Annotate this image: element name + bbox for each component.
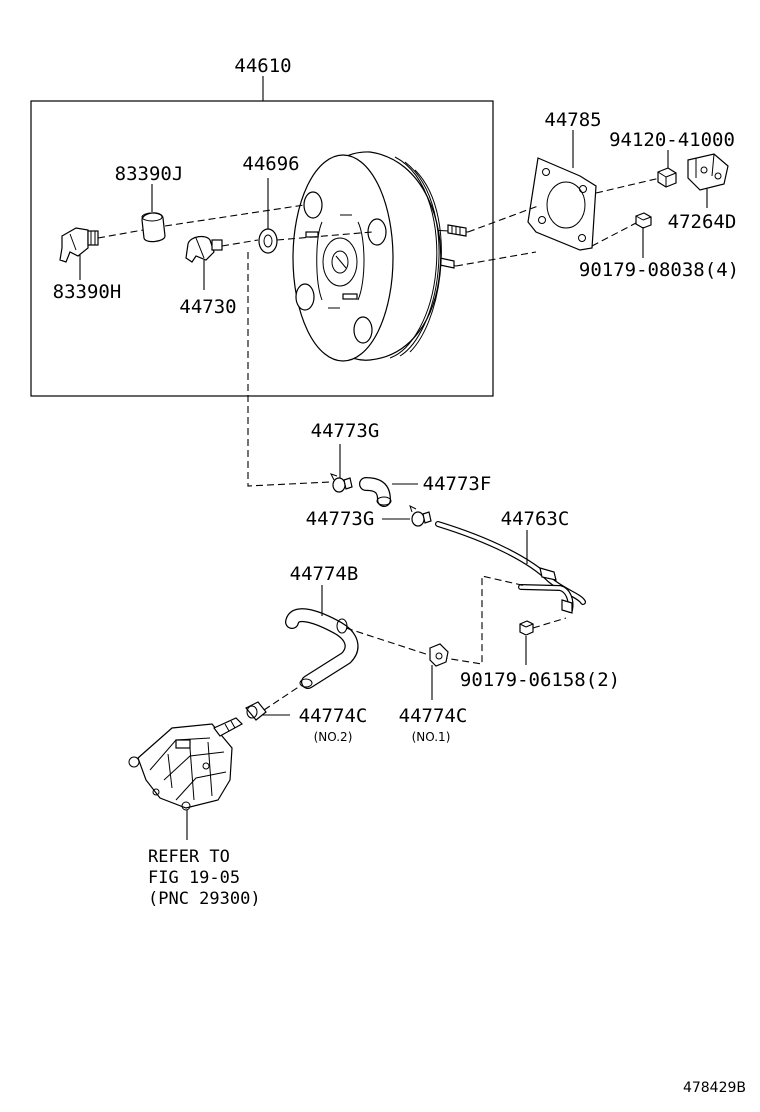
clamp-44774C-no1[interactable] — [429, 643, 449, 667]
dash-nut-to-pipe — [532, 617, 567, 629]
label-44774C-no1[interactable]: 44774C — [399, 705, 468, 727]
label-44730[interactable]: 44730 — [179, 296, 236, 318]
label-44773G-lower[interactable]: 44773G — [306, 508, 375, 530]
grommet-44696[interactable] — [258, 228, 278, 254]
hose-44773F[interactable] — [359, 477, 392, 507]
dash-stud-upper — [467, 205, 539, 233]
dash-valve-line — [97, 229, 144, 239]
brake-booster[interactable] — [292, 151, 469, 362]
nut-90179-08038[interactable] — [635, 212, 652, 229]
label-44774C-no2-sub: (NO.2) — [314, 730, 353, 744]
dash-stud-upper-2 — [595, 177, 661, 194]
label-44610[interactable]: 44610 — [234, 55, 291, 77]
label-44696[interactable]: 44696 — [242, 153, 299, 175]
label-90179-06158[interactable]: 90179-06158(2) — [460, 669, 620, 691]
label-44785[interactable]: 44785 — [544, 109, 601, 131]
dash-hose-to-clamp — [345, 575, 527, 665]
label-83390J[interactable]: 83390J — [115, 163, 184, 185]
label-44774C-no2[interactable]: 44774C — [299, 705, 368, 727]
grommet-83390J[interactable] — [141, 212, 166, 243]
vacuum-pump[interactable] — [128, 717, 243, 811]
dash-grommet-to-booster — [164, 204, 305, 227]
assembly-box — [30, 100, 494, 397]
union-44730[interactable] — [185, 235, 223, 263]
label-94120-41000[interactable]: 94120-41000 — [609, 129, 735, 151]
label-44774B[interactable]: 44774B — [290, 563, 359, 585]
pipe-44763C[interactable] — [435, 521, 586, 614]
clamp-44774C-no2[interactable] — [245, 701, 267, 721]
dash-44696-to-booster — [276, 231, 373, 241]
label-44763C[interactable]: 44763C — [501, 508, 570, 530]
check-valve-83390H[interactable] — [59, 227, 99, 263]
refer-line1: REFER TO — [148, 847, 230, 867]
refer-line3: (PNC 29300) — [148, 889, 261, 909]
refer-line2: FIG 19-05 — [148, 868, 240, 888]
nut-94120-41000[interactable] — [657, 167, 677, 188]
hose-44774B[interactable] — [285, 608, 359, 689]
label-44773G-upper[interactable]: 44773G — [311, 420, 380, 442]
clamp-44773G-upper[interactable] — [330, 473, 353, 493]
dash-union-to-grommet — [221, 239, 259, 247]
figure-id: 478429B — [683, 1080, 746, 1096]
dash-pump-to-hose — [263, 685, 301, 711]
label-44773F[interactable]: 44773F — [423, 473, 492, 495]
clevis-47264D[interactable] — [687, 153, 729, 191]
nut-90179-06158[interactable] — [519, 620, 534, 636]
label-90179-08038[interactable]: 90179-08038(4) — [579, 259, 739, 281]
dash-stud-lower — [455, 251, 537, 267]
clamp-44773G-lower[interactable] — [409, 505, 432, 527]
label-83390H[interactable]: 83390H — [53, 281, 122, 303]
label-44774C-no1-sub: (NO.1) — [412, 730, 451, 744]
dash-stud-lower-2 — [591, 222, 637, 247]
dash-union-down — [247, 252, 331, 487]
label-47264D[interactable]: 47264D — [668, 211, 737, 233]
gasket-44785[interactable] — [527, 157, 597, 251]
